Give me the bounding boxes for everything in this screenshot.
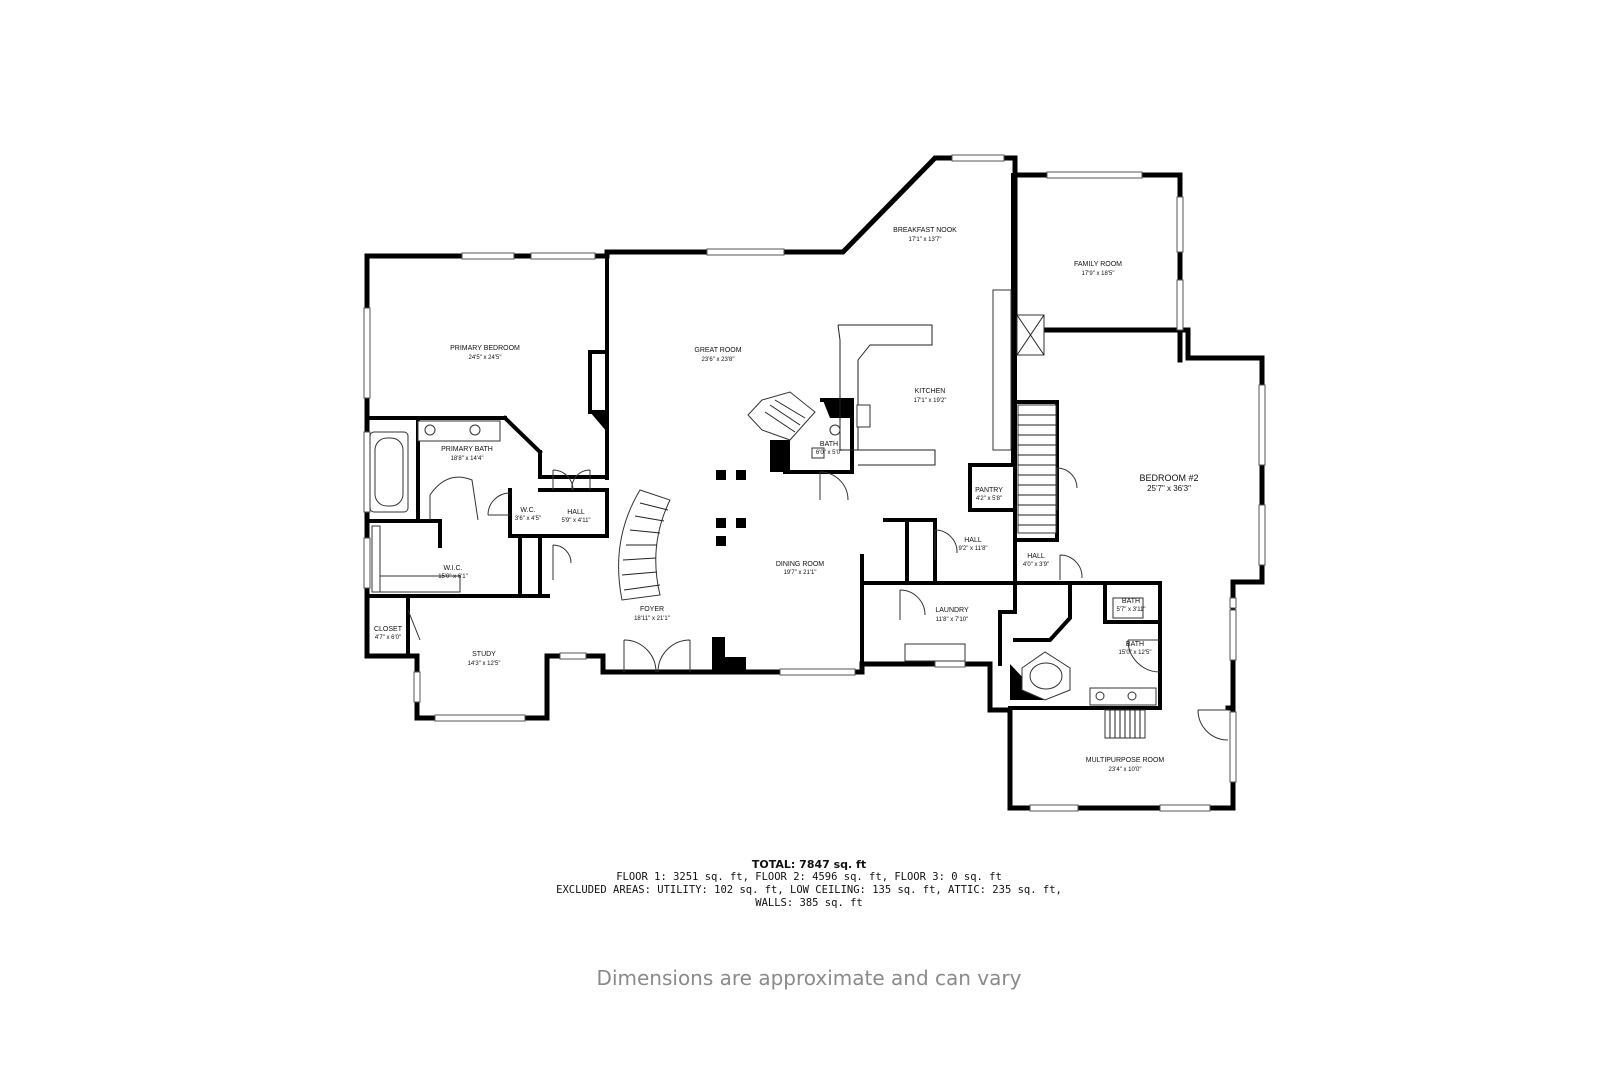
room-dims-hall-2: 9'2" x 11'8" bbox=[958, 546, 987, 552]
curved-stairs bbox=[618, 489, 671, 601]
room-label-primary-bedroom: PRIMARY BEDROOM bbox=[450, 345, 520, 352]
doors bbox=[407, 467, 1229, 741]
room-dims-primary-bath: 18'8" x 14'4" bbox=[451, 456, 484, 462]
room-label-multipurpose-room: MULTIPURPOSE ROOM bbox=[1086, 757, 1165, 764]
room-label-hall-1: HALL bbox=[567, 509, 585, 516]
room-dims-wic: 15'0" x 6'1" bbox=[438, 574, 468, 580]
room-label-closet: CLOSET bbox=[374, 626, 403, 633]
room-labels: PRIMARY BEDROOM 24'5" x 24'5" GREAT ROOM… bbox=[374, 227, 1199, 773]
room-label-bath-large: BATH bbox=[1126, 641, 1144, 648]
room-dims-hall-1: 5'9" x 4'11" bbox=[561, 518, 590, 524]
walls-area: WALLS: 385 sq. ft bbox=[755, 897, 863, 909]
room-dims-primary-bedroom: 24'5" x 24'5" bbox=[469, 355, 502, 361]
room-label-primary-bath: PRIMARY BATH bbox=[441, 446, 493, 453]
room-dims-wc: 3'6" x 4'5" bbox=[515, 516, 541, 522]
fixtures bbox=[369, 289, 1157, 739]
excluded-areas: EXCLUDED AREAS: UTILITY: 102 sq. ft, LOW… bbox=[556, 884, 1062, 896]
room-dims-laundry: 11'8" x 7'10" bbox=[936, 617, 968, 623]
room-dims-hall-3: 4'0" x 3'9" bbox=[1023, 562, 1049, 568]
room-label-foyer: FOYER bbox=[640, 606, 664, 613]
room-dims-foyer: 18'11" x 21'1" bbox=[634, 616, 670, 622]
room-label-hall-3: HALL bbox=[1027, 553, 1045, 560]
floor-areas: FLOOR 1: 3251 sq. ft, FLOOR 2: 4596 sq. … bbox=[616, 871, 1002, 883]
room-dims-bath-large: 15'0" x 12'5" bbox=[1119, 650, 1152, 656]
room-dims-bath-small: 5'7" x 3'11" bbox=[1116, 607, 1145, 613]
interior-walls bbox=[365, 173, 1162, 710]
windows bbox=[363, 154, 1266, 812]
room-label-breakfast-nook: BREAKFAST NOOK bbox=[893, 227, 957, 234]
room-dims-breakfast-nook: 17'1" x 13'7" bbox=[909, 237, 942, 243]
room-dims-dining-room: 19'7" x 21'1" bbox=[784, 570, 817, 576]
area-totals: TOTAL: 7847 sq. ft FLOOR 1: 3251 sq. ft,… bbox=[0, 858, 1618, 910]
room-dims-closet: 4'7" x 6'0" bbox=[375, 635, 401, 641]
room-dims-family-room: 17'9" x 18'5" bbox=[1082, 271, 1115, 277]
room-label-laundry: LAUNDRY bbox=[935, 607, 969, 614]
room-dims-kitchen: 17'1" x 19'2" bbox=[914, 398, 947, 404]
multipurpose-stairs bbox=[1104, 709, 1146, 739]
room-label-hall-2: HALL bbox=[964, 537, 982, 544]
room-label-wc: W.C. bbox=[520, 507, 535, 514]
room-label-great-room: GREAT ROOM bbox=[694, 347, 741, 354]
fireplace bbox=[747, 391, 816, 441]
room-dims-bedroom-2: 25'7" x 36'3" bbox=[1147, 484, 1191, 493]
room-dims-great-room: 23'6" x 23'8" bbox=[702, 357, 735, 363]
room-label-wic: W.I.C. bbox=[443, 565, 462, 572]
room-dims-multipurpose-room: 23'4" x 10'0" bbox=[1109, 767, 1142, 773]
room-label-study: STUDY bbox=[472, 651, 496, 658]
room-dims-pantry: 4'2" x 5'8" bbox=[976, 496, 1002, 502]
room-dims-study: 14'3" x 12'5" bbox=[468, 661, 501, 667]
room-label-pantry: PANTRY bbox=[975, 487, 1003, 494]
room-label-bath-small: BATH bbox=[1122, 598, 1140, 605]
total-area: TOTAL: 7847 sq. ft bbox=[751, 858, 867, 871]
room-label-bath-kitchen: BATH bbox=[820, 441, 838, 448]
disclaimer-text: Dimensions are approximate and can vary bbox=[596, 966, 1022, 990]
room-label-family-room: FAMILY ROOM bbox=[1074, 261, 1122, 268]
main-stairs bbox=[1017, 404, 1057, 534]
room-label-dining-room: DINING ROOM bbox=[776, 561, 824, 568]
room-dims-bath-kitchen: 6'0" x 5'0" bbox=[816, 450, 842, 456]
room-label-kitchen: KITCHEN bbox=[915, 388, 946, 395]
room-label-bedroom-2: BEDROOM #2 bbox=[1139, 473, 1198, 483]
